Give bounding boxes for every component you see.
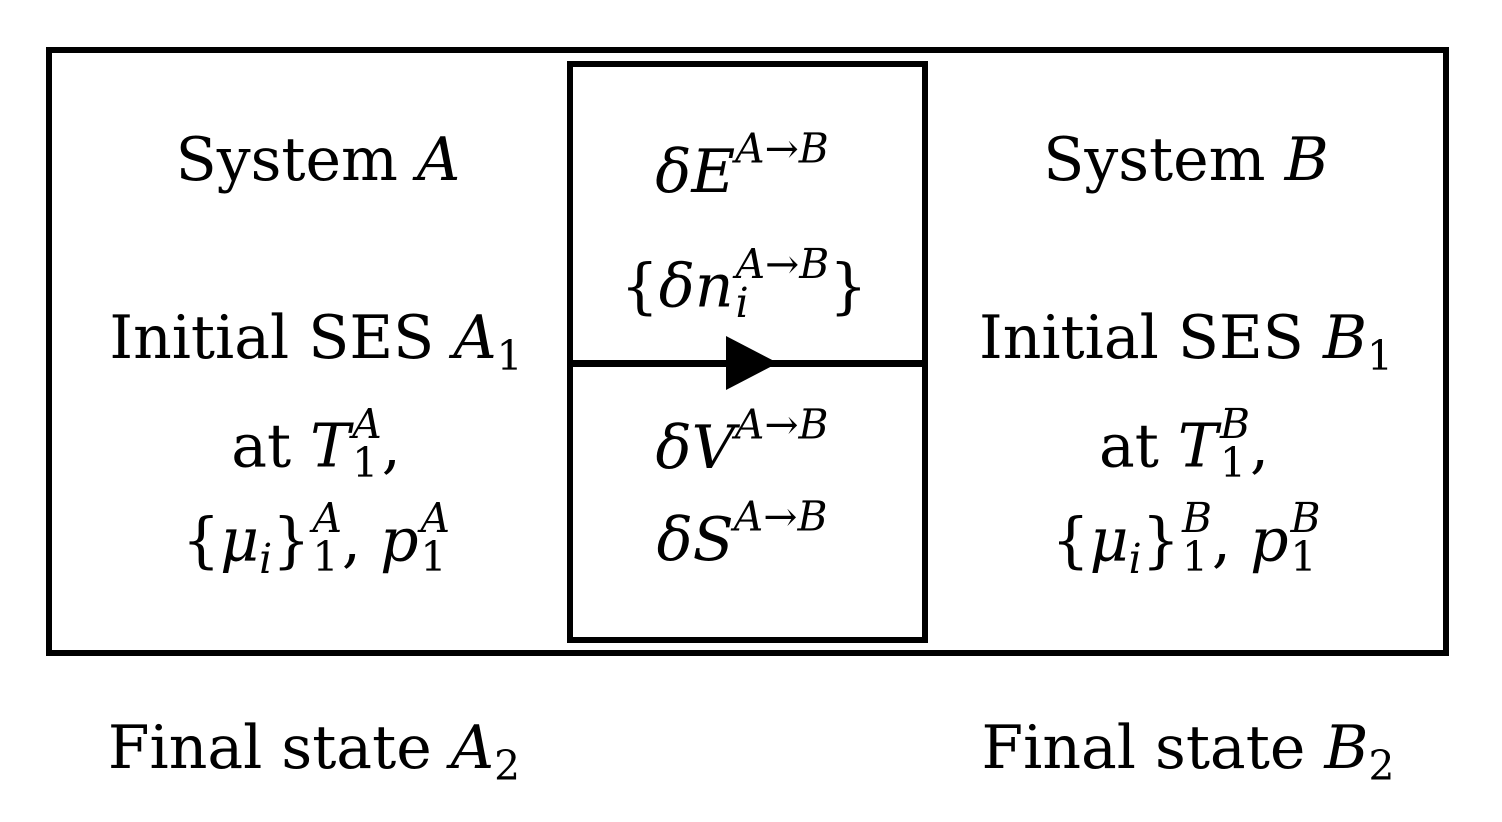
- system-b-title: System B: [1043, 125, 1329, 195]
- system-a-final-state: Final state A2: [107, 713, 521, 791]
- system-a-title: System A: [175, 125, 461, 195]
- exchange-wall-box: [567, 61, 928, 643]
- entropy-transfer: δSA→B: [656, 492, 828, 575]
- energy-transfer: δEA→B: [655, 124, 829, 207]
- arrowhead-icon: [726, 336, 778, 390]
- system-a-initial-state: Initial SES A1: [109, 303, 523, 381]
- system-b-initial-state: Initial SES B1: [978, 303, 1394, 381]
- volume-transfer: δVA→B: [655, 400, 829, 483]
- system-b-final-state: Final state B2: [981, 713, 1395, 791]
- combined-system-box: [46, 47, 1449, 656]
